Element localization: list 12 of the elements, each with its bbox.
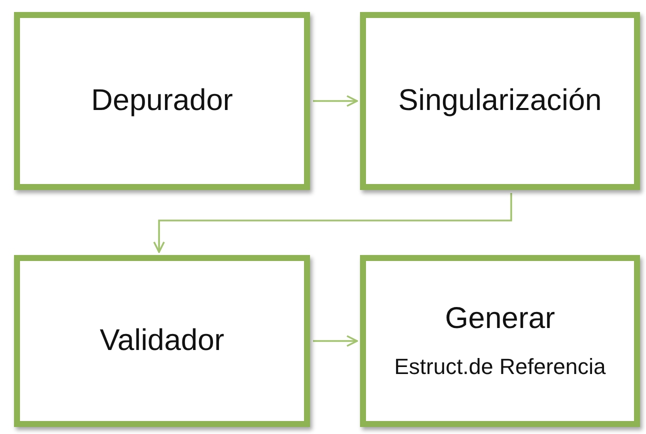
box-label: Validador bbox=[100, 324, 224, 358]
box-subtitle: Estruct.de Referencia bbox=[394, 354, 606, 380]
process-box bbox=[14, 255, 310, 427]
box-label: Singularización bbox=[398, 84, 602, 118]
box-label: Depurador bbox=[91, 84, 233, 118]
arrow bbox=[153, 193, 512, 253]
arrow bbox=[313, 95, 358, 107]
process-box bbox=[360, 12, 640, 190]
process-box bbox=[14, 12, 310, 190]
process-box bbox=[360, 255, 640, 427]
box-label: Generar bbox=[444, 302, 556, 336]
arrow bbox=[313, 335, 358, 347]
